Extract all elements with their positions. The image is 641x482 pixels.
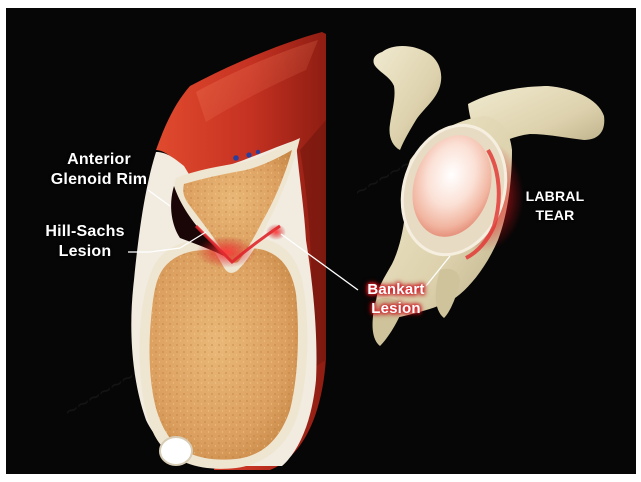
label-hill-sachs-lesion: Hill-Sachs Lesion: [34, 222, 136, 262]
label-labral-tear: LABRAL TEAR: [522, 187, 588, 225]
vessel-dot: [246, 152, 251, 157]
label-anterior-glenoid-rim: Anterior Glenoid Rim: [34, 150, 164, 190]
vessel-dot: [256, 150, 260, 154]
label-labral-line-2: TEAR: [522, 206, 588, 225]
vessel-dot: [233, 155, 239, 161]
hill-sachs-lesion-glow: [196, 236, 256, 268]
label-bankart-line-1: Bankart: [353, 280, 439, 299]
marrow-texture: [150, 248, 298, 460]
label-bankart-line-2: Lesion: [353, 299, 439, 318]
label-hill-sachs-line-1: Hill-Sachs: [34, 222, 136, 242]
label-anterior-line-1: Anterior: [34, 150, 164, 170]
label-anterior-line-2: Glenoid Rim: [34, 170, 164, 190]
bankart-lesion-glow: [266, 224, 286, 240]
label-labral-line-1: LABRAL: [522, 187, 588, 206]
label-hill-sachs-line-2: Lesion: [34, 242, 136, 262]
label-bankart-lesion: Bankart Lesion: [353, 280, 439, 318]
